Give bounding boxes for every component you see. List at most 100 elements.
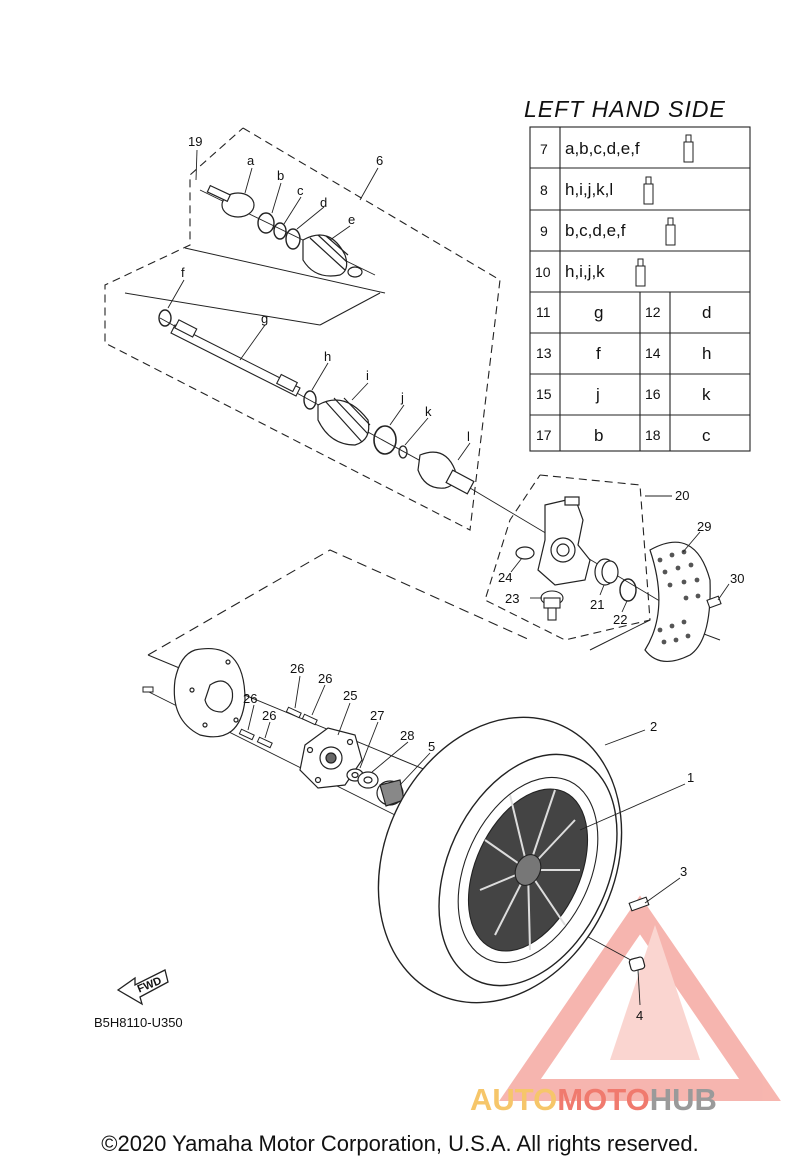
callout-20: 20	[675, 488, 689, 503]
band-j	[373, 425, 397, 455]
callout-b: b	[277, 168, 284, 183]
kit-row-number: 8	[540, 182, 548, 198]
callout-d: d	[320, 195, 327, 210]
callout-4: 4	[636, 1008, 643, 1023]
callout-29: 29	[697, 519, 711, 534]
diagram-code: B5H8110-U350	[94, 1015, 183, 1030]
pair-number: 16	[645, 386, 661, 402]
wheel-rim-1	[457, 776, 599, 964]
circlip-24	[515, 546, 535, 560]
callout-21: 21	[590, 597, 604, 612]
small-bolt	[142, 686, 154, 693]
callout-g: g	[261, 311, 268, 326]
callout-3: 3	[680, 864, 687, 879]
forward-arrow	[116, 969, 169, 1006]
bolt-30	[706, 595, 722, 609]
shaft-assembly-boundary	[104, 127, 501, 531]
cap-5	[376, 779, 405, 807]
band-f	[158, 309, 172, 327]
callout-j: j	[400, 390, 404, 405]
hub-section-boundary	[147, 549, 531, 656]
watermark-logo	[499, 895, 781, 1101]
callout-26: 26	[290, 661, 304, 676]
callout-h: h	[324, 349, 331, 364]
kit-row-parts: h,i,j,k	[565, 262, 605, 281]
leader-lines	[167, 149, 730, 1006]
kit-row-number: 9	[540, 223, 548, 239]
boot-i	[317, 397, 371, 446]
callout-27: 27	[370, 708, 384, 723]
callout-e: e	[348, 212, 355, 227]
pair-number: 15	[536, 386, 552, 402]
ball-joint-23	[540, 590, 564, 621]
pair-letter: g	[594, 303, 603, 322]
snap-ring-b	[257, 212, 275, 234]
pair-letter: k	[702, 385, 711, 404]
callout-30: 30	[730, 571, 744, 586]
band-h	[303, 390, 317, 410]
pair-letter: d	[702, 303, 711, 322]
boot-e	[302, 234, 363, 278]
table-title: LEFT HAND SIDE	[524, 96, 726, 122]
dust-plate	[173, 648, 246, 738]
callout-25: 25	[343, 688, 357, 703]
callout-i: i	[366, 368, 369, 383]
kit-row-parts: h,i,j,k,l	[565, 180, 613, 199]
kit-row-parts: a,b,c,d,e,f	[565, 139, 640, 158]
pair-number: 14	[645, 345, 661, 361]
pair-number: 17	[536, 427, 552, 443]
kit-row-parts: b,c,d,e,f	[565, 221, 626, 240]
kit-row-number: 7	[540, 141, 548, 157]
callout-24: 24	[498, 570, 512, 585]
knuckle-assembly-boundary	[484, 474, 651, 641]
callout-a: a	[247, 153, 255, 168]
pair-letter: b	[594, 426, 603, 445]
copyright-notice: ©2020 Yamaha Motor Corporation, U.S.A. A…	[101, 1131, 699, 1156]
callout-f: f	[181, 265, 185, 280]
cv-joint-outer	[206, 184, 255, 218]
callout-c: c	[297, 183, 304, 198]
callout-1: 1	[687, 770, 694, 785]
valve-cap-4	[628, 956, 646, 972]
wheel-studs	[238, 706, 318, 749]
callout-19: 19	[188, 134, 202, 149]
callout-26: 26	[243, 691, 257, 706]
callout-23: 23	[505, 591, 519, 606]
kit-row-number: 10	[535, 264, 551, 280]
callout-26: 26	[318, 671, 332, 686]
pair-letter: h	[702, 344, 711, 363]
pair-number: 13	[536, 345, 552, 361]
watermark-part: AUTO	[470, 1082, 558, 1117]
clip-k	[398, 445, 408, 459]
grease-tube-icon	[635, 134, 694, 287]
lhs-table: 7 a,b,c,d,e,f 8 h,i,j,k,l 9 b,c,d,e,f 10…	[529, 126, 751, 452]
pair-number: 12	[645, 304, 661, 320]
pair-letter: c	[702, 426, 711, 445]
pair-letter: f	[596, 344, 601, 363]
watermark-part: MOTO	[557, 1082, 650, 1117]
watermark-text: AUTOMOTOHUB	[470, 1082, 717, 1118]
brake-disc-29	[644, 541, 711, 662]
callout-l: l	[467, 429, 470, 444]
nut-28	[357, 771, 379, 789]
pair-letter: j	[595, 385, 600, 404]
callout-2: 2	[650, 719, 657, 734]
drive-shaft-g	[170, 319, 301, 397]
callout-labels: 19 a b c d e 6 f g h i j k l 20 29 30 24…	[181, 134, 744, 1023]
callout-26: 26	[262, 708, 276, 723]
cv-joint-inner-l	[417, 451, 475, 495]
callout-5: 5	[428, 739, 435, 754]
band-d	[285, 228, 301, 250]
pair-number: 11	[536, 304, 551, 320]
callout-k: k	[425, 404, 432, 419]
circlip-22	[619, 578, 637, 602]
callout-6: 6	[376, 153, 383, 168]
clip-c	[273, 222, 287, 240]
bearing-21	[594, 558, 619, 586]
callout-22: 22	[613, 612, 627, 627]
pair-number: 18	[645, 427, 661, 443]
watermark-part: HUB	[649, 1082, 717, 1117]
steering-knuckle	[537, 496, 591, 586]
callout-28: 28	[400, 728, 414, 743]
